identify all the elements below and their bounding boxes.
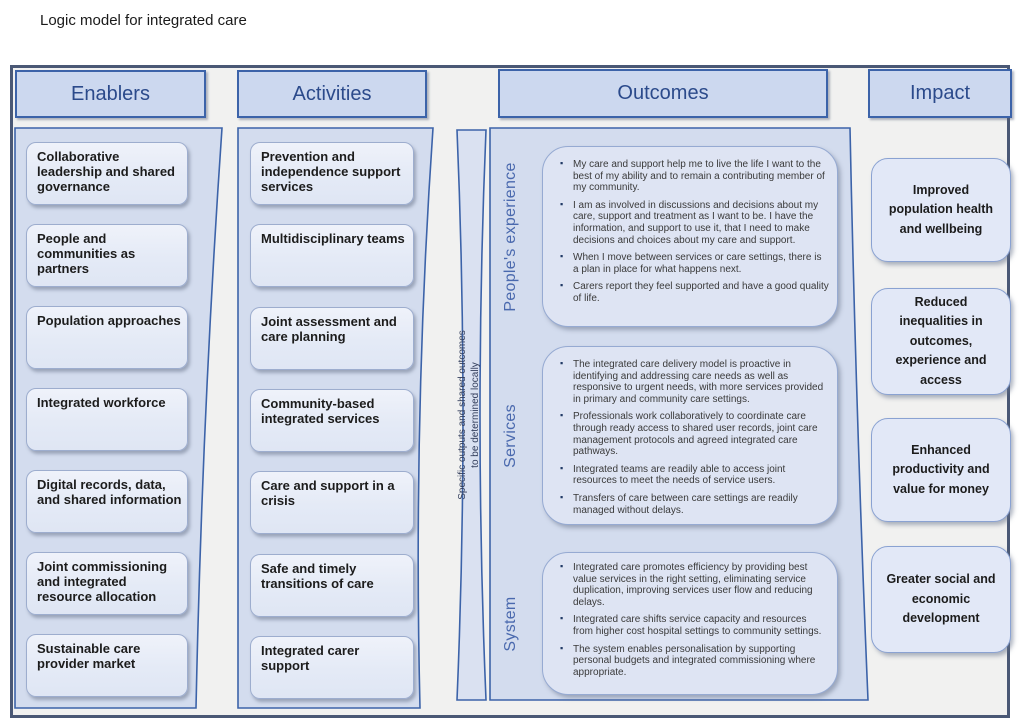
outcomes-bubble-peoples-experience: My care and support help me to live the … — [542, 146, 838, 327]
impact-header: Impact — [868, 69, 1012, 118]
outcome-bullet: The system enables personalisation by su… — [560, 643, 829, 679]
outcomes-section-label-peoples-experience: People's experience — [494, 146, 528, 327]
enabler-item: Sustainable care provider market — [26, 634, 188, 697]
activity-item: Community-based integrated services — [250, 388, 414, 452]
impact-header-label: Impact — [909, 82, 971, 104]
outputs-bar-line1: Specific outputs and shared outcomes — [457, 330, 468, 500]
outcomes-bubble-system: Integrated care promotes efficiency by p… — [542, 552, 838, 695]
impact-item: Reduced inequalities in outcomes, experi… — [871, 288, 1011, 395]
activity-item: Safe and timely transitions of care — [250, 553, 414, 617]
enablers-header-label: Enablers — [71, 82, 150, 105]
outcome-bullet: The integrated care delivery model is pr… — [560, 358, 829, 405]
outcome-bullet: Professionals work collaboratively to co… — [560, 410, 829, 457]
outcome-bullet: My care and support help me to live the … — [560, 158, 829, 194]
enablers-header: Enablers — [15, 70, 206, 118]
outcomes-bullet-list: The integrated care delivery model is pr… — [543, 347, 837, 528]
impact-item: Enhanced productivity and value for mone… — [871, 418, 1011, 522]
outcome-bullet: When I move between services or care set… — [560, 251, 829, 275]
enabler-item: People and communities as partners — [26, 224, 188, 287]
outcome-bullet: Integrated teams are readily able to acc… — [560, 463, 829, 487]
activity-item: Multidisciplinary teams — [250, 224, 414, 288]
enabler-item: Integrated workforce — [26, 388, 188, 451]
activities-list: Prevention and independence support serv… — [250, 142, 414, 699]
outcome-bullet: I am as involved in discussions and deci… — [560, 199, 829, 246]
enabler-item: Collaborative leadership and shared gove… — [26, 142, 188, 205]
enablers-list: Collaborative leadership and shared gove… — [26, 142, 188, 697]
outputs-bar-label: Specific outputs and shared outcomes to … — [451, 130, 487, 700]
outcomes-bullet-list: Integrated care promotes efficiency by p… — [543, 553, 837, 690]
diagram-frame: Enablers Activities Outcomes Impact Coll… — [10, 65, 1012, 718]
activity-item: Care and support in a crisis — [250, 471, 414, 535]
page-title: Logic model for integrated care — [40, 12, 247, 29]
impact-item: Greater social and economic development — [871, 546, 1011, 653]
activity-item: Integrated carer support — [250, 635, 414, 699]
section-label-text: System — [502, 595, 519, 652]
outcomes-bullet-list: My care and support help me to live the … — [543, 147, 837, 317]
section-label-text: Services — [502, 403, 519, 468]
outcome-bullet: Transfers of care between care settings … — [560, 492, 829, 516]
outcomes-section-label-system: System — [494, 552, 528, 695]
outputs-bar-line2: to be determined locally — [470, 362, 481, 468]
outcomes-bubble-services: The integrated care delivery model is pr… — [542, 346, 838, 525]
outcome-bullet: Carers report they feel supported and ha… — [560, 280, 829, 304]
outcomes-header: Outcomes — [498, 69, 828, 118]
outputs-bar-shape — [456, 129, 487, 701]
enabler-item: Digital records, data, and shared inform… — [26, 470, 188, 533]
activity-item: Prevention and independence support serv… — [250, 142, 414, 205]
outcomes-section-label-services: Services — [494, 346, 528, 525]
impact-item: Improved population health and wellbeing — [871, 158, 1011, 262]
outcome-bullet: Integrated care promotes efficiency by p… — [560, 561, 829, 608]
enabler-item: Population approaches — [26, 306, 188, 369]
activities-header: Activities — [237, 70, 427, 118]
outcome-bullet: Integrated care shifts service capacity … — [560, 613, 829, 637]
activity-item: Joint assessment and care planning — [250, 306, 414, 370]
enabler-item: Joint commissioning and integrated resou… — [26, 552, 188, 615]
outcomes-header-label: Outcomes — [617, 82, 709, 104]
section-label-text: People's experience — [502, 161, 519, 312]
activities-header-label: Activities — [292, 82, 372, 105]
